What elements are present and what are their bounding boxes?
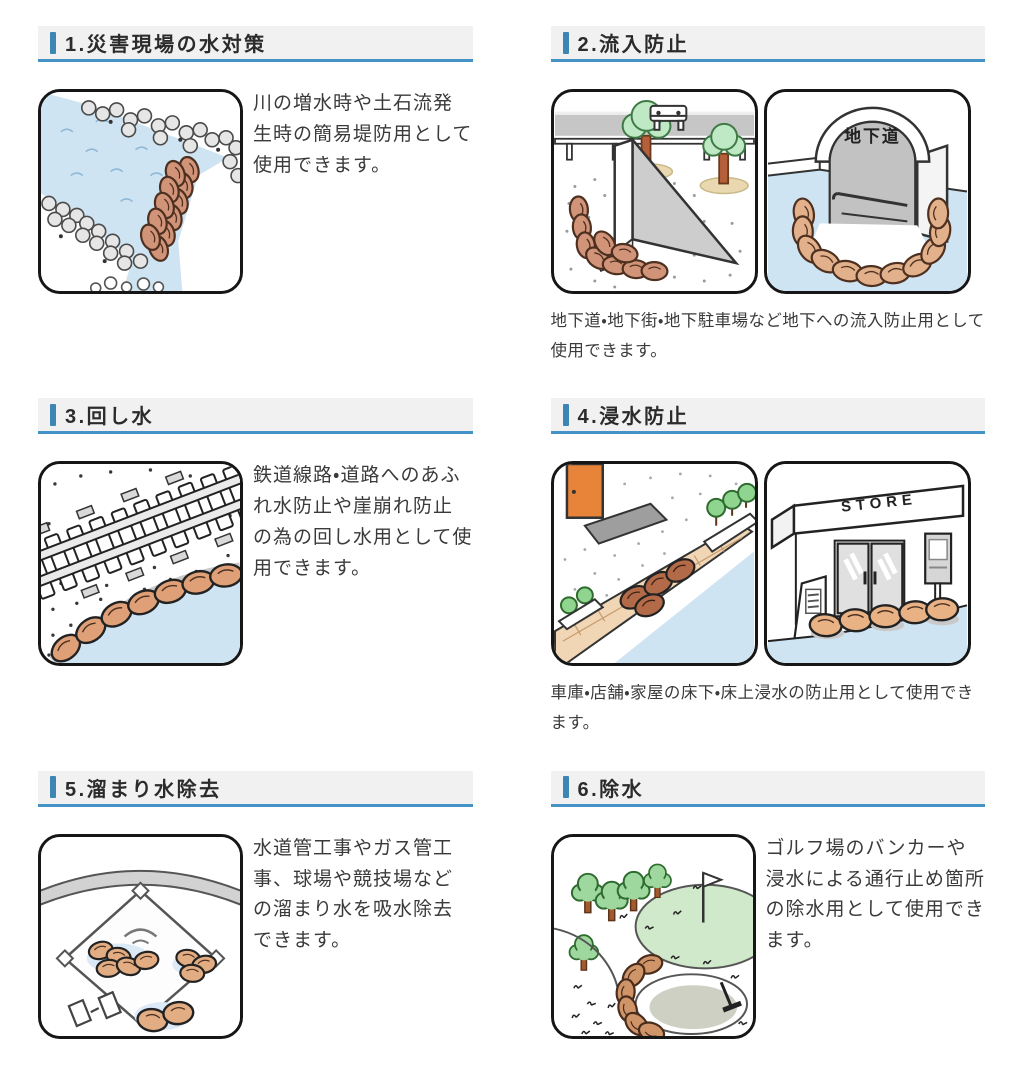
section-inflow-prevention: 2.流入防止 [550,26,985,366]
passage-sign-label: 地下道 [844,126,901,146]
river-scene-svg [41,92,240,291]
bunker-sand [649,985,737,1029]
section-disaster-water: 1.災害現場の水対策 [38,26,473,294]
section-3-title: 3.回し水 [65,406,155,429]
header-accent-bar [50,31,56,54]
canal-wall-sandbag-illustration [550,461,758,667]
entrance-step [582,503,668,546]
street-tree-right [699,122,749,195]
section-standing-water-removal: 5.溜まり水除去 [38,770,473,1039]
section-flood-prevention: 4.浸水防止 [550,398,985,738]
header-accent-bar [562,31,569,54]
flagstick [701,871,724,923]
section-6-header: 6.除水 [550,770,985,807]
sandbag-row [807,596,960,640]
pitchers-mound [123,928,158,945]
underground-passage-svg: 地下道 [767,92,967,291]
underpass-ramp-illustration [550,89,758,294]
section-4-description: 車庫・店舗・家屋の床下・床上浸水の防止用として使用できます。 [550,684,974,733]
section-3-description: 鉄道線路・道路へのあふれ水防止や崖崩れ防止の為の回し水用として使用できます。 [253,465,473,579]
section-4-title: 4.浸水防止 [577,406,690,429]
vending-machine [923,532,952,613]
section-5-description: 水道管工事やガス管工事、球場や競技場などの溜まり水を吸水除去できます。 [253,837,454,952]
river-water [41,92,229,291]
handrail [831,192,908,223]
upper-rock-bank [80,100,240,184]
storefront-sandbag-illustration: STORE [763,461,971,667]
section-6-title: 6.除水 [577,778,645,801]
railway-scene-svg [41,464,240,664]
foreground-pebbles [89,276,165,291]
section-water-removal: 6.除水 [550,770,985,1039]
golf-course-bunker-illustration [550,833,756,1039]
section-5-title: 5.溜まり水除去 [65,778,222,801]
ramp-wall [612,138,634,256]
golf-course-svg [553,836,753,1036]
storefront-svg: STORE [767,464,967,664]
section-1-header: 1.災害現場の水対策 [38,26,473,62]
river-sandbag-dam-illustration [38,89,243,294]
baseball-field-puddle-illustration [38,833,243,1039]
section-diverted-water: 3.回し水 [38,398,473,667]
section-2-title: 2.流入防止 [577,34,690,56]
section-1-title: 1.災害現場の水対策 [65,34,267,56]
underground-passage-entrance-illustration: 地下道 [763,89,971,294]
planter-lower [556,586,604,631]
bunker-rake [719,981,742,1013]
railway-track [41,465,240,600]
header-accent-bar [562,403,569,426]
header-accent-bar [50,403,56,426]
header-accent-bar [562,776,569,799]
section-2-description: 地下道・地下街・地下駐車場など地下への流入防止用として使用できます。 [550,312,985,360]
embankment-slope [630,136,739,266]
terrain-line [553,927,619,989]
header-accent-bar [50,776,56,799]
section-3-header: 3.回し水 [38,398,473,435]
section-6-description: ゴルフ場のバンカーや浸水による通行止め箇所の除水用として使用できます。 [765,837,985,952]
baseball-field-svg [41,836,240,1036]
awning-side [770,503,795,551]
railway-track-sandbag-illustration [38,461,243,667]
section-5-header: 5.溜まり水除去 [38,770,473,807]
planter-upper [702,483,755,554]
section-1-description: 川の増水時や土石流発生時の簡易堤防用として使用できます。 [253,93,473,176]
section-2-header: 2.流入防止 [550,26,985,62]
canal-wall-svg [553,464,755,664]
car [649,104,687,131]
section-4-header: 4.浸水防止 [550,398,985,435]
underpass-ramp-svg [553,92,755,291]
lower-rock-bank [41,195,149,271]
field-gate [67,990,123,1028]
doors [833,539,905,618]
